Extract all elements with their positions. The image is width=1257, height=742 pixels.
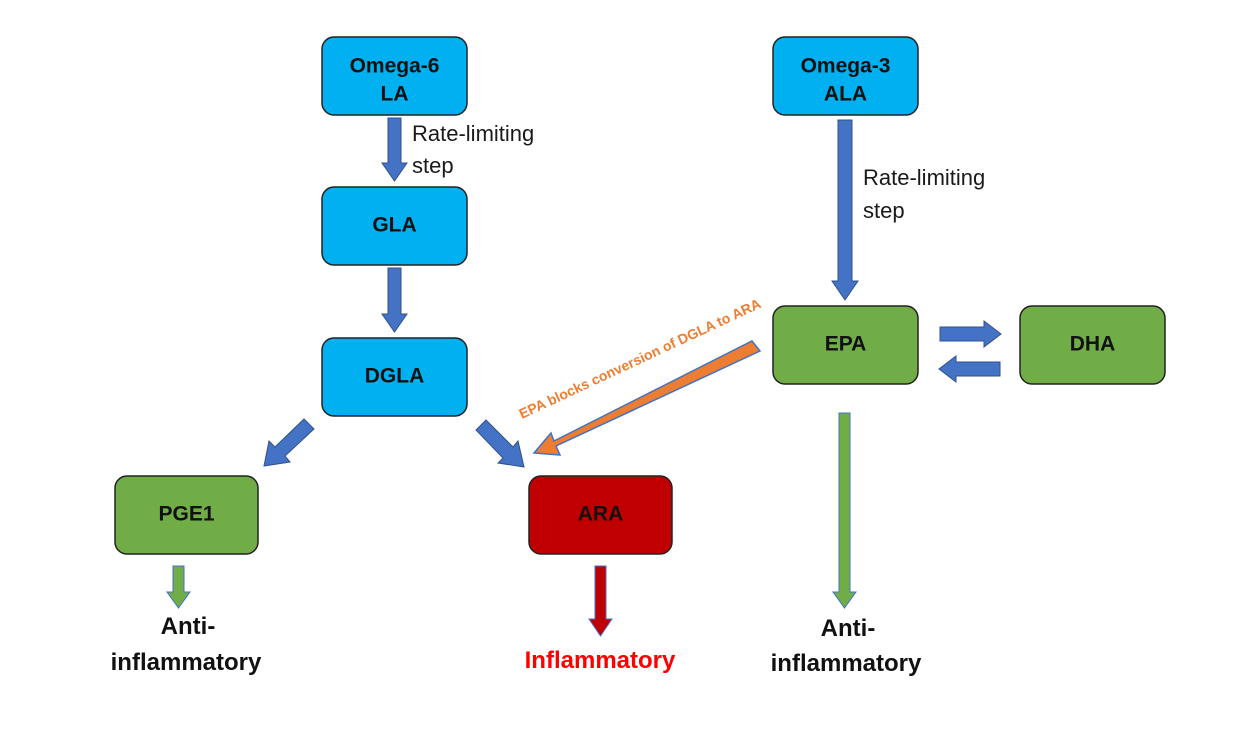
node-epa-box [772,305,919,385]
node-dha-label: DHA [1070,333,1116,356]
node-omega3-ala-box [772,36,919,116]
node-gla-label: GLA [372,214,416,237]
arrow-epa-to-dha [939,319,1002,349]
node-dha: DHA [1019,305,1166,385]
node-omega6-label-2: LA [381,83,409,106]
outcome-inflammatory: Inflammatory [525,647,676,674]
rate-limiting-label-right-2: step [863,198,905,223]
arrow-dgla-to-ara [475,419,525,468]
node-epa-label: EPA [825,333,867,356]
node-ara-box [528,475,673,555]
arrow-la-to-gla [381,117,408,182]
node-omega6-la-box [321,36,468,116]
node-pge1-label: PGE1 [158,503,214,526]
node-pge1: PGE1 [114,475,259,555]
node-omega3-label-1: Omega-3 [801,55,891,78]
node-pge1-box [114,475,259,555]
node-epa: EPA [772,305,919,385]
node-gla: GLA [321,186,468,266]
arrow-ala-to-epa [831,119,859,301]
outcome-anti-left-2: inflammatory [111,649,262,676]
rate-limiting-label-left-2: step [412,153,454,178]
node-dgla: DGLA [321,337,468,417]
arrow-epa-to-anti-inflammatory [832,412,857,609]
arrow-dha-to-epa [938,354,1001,384]
node-ara: ARA [528,475,673,555]
arrow-gla-to-dgla [381,267,408,333]
node-ara-label: ARA [578,503,624,526]
arrow-epa-blocks-dgla-ara [532,340,762,456]
arrow-dgla-to-pge1 [263,418,315,467]
rate-limiting-label-right-1: Rate-limiting [863,165,985,190]
node-omega6-la: Omega-6 LA [321,36,468,116]
node-dgla-label: DGLA [365,365,425,388]
node-dgla-box [321,337,468,417]
node-dha-box [1019,305,1166,385]
node-gla-box [321,186,468,266]
outcome-anti-left-1: Anti- [161,613,216,640]
outcome-anti-right-2: inflammatory [771,650,922,677]
rate-limiting-label-left-1: Rate-limiting [412,121,534,146]
outcome-anti-right-1: Anti- [821,615,876,642]
node-omega3-label-2: ALA [824,83,867,106]
arrow-ara-to-inflammatory [588,565,613,637]
arrow-pge1-to-anti-inflammatory [166,565,191,609]
node-omega6-label-1: Omega-6 [350,55,440,78]
node-omega3-ala: Omega-3 ALA [772,36,919,116]
